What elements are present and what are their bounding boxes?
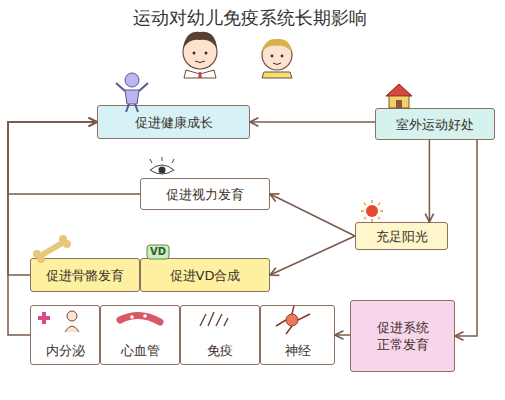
node-text: 促进视力发育 xyxy=(166,186,244,203)
eye-icon xyxy=(150,157,174,174)
connector-arrow xyxy=(8,122,97,275)
node-text: 促进系统正常发育 xyxy=(371,319,434,353)
system-cell: 内分泌 xyxy=(30,305,100,365)
man-face-illustration xyxy=(183,32,217,78)
connector-arrow xyxy=(270,236,355,275)
connector-arrow xyxy=(270,194,355,236)
benefit-box: 促进骨骼发育 xyxy=(30,258,140,292)
diagram-title: 运动对幼儿免疫系统长期影响 xyxy=(60,6,440,30)
sun-icon xyxy=(361,200,383,222)
node-text: 室外运动好处 xyxy=(396,116,474,133)
benefit-box: 促进视力发育 xyxy=(140,178,270,210)
node-text: 心血管 xyxy=(121,342,160,359)
connector-arrow xyxy=(335,334,350,336)
house-icon xyxy=(386,84,412,108)
connector-arrow xyxy=(250,121,375,123)
node-text: 充足阳光 xyxy=(376,228,428,245)
system-cell: 免疫 xyxy=(180,305,260,365)
node-text: 促进健康成长 xyxy=(135,114,213,131)
child-face-illustration xyxy=(262,39,292,78)
connector-arrow xyxy=(8,122,97,335)
source-box: 室外运动好处 xyxy=(375,108,495,140)
node-text: 神经 xyxy=(285,342,311,359)
process-box: 促进系统正常发育 xyxy=(350,300,455,372)
goal-box: 促进健康成长 xyxy=(97,105,250,139)
vd-label: VD xyxy=(150,246,166,257)
factor-box: 充足阳光 xyxy=(355,222,448,250)
node-text: 促进骨骼发育 xyxy=(46,267,124,284)
node-text: 促进VD合成 xyxy=(170,267,241,284)
vd-badge xyxy=(147,245,169,259)
connector-arrow xyxy=(429,140,431,222)
node-text: 免疫 xyxy=(207,342,233,359)
system-cell: 神经 xyxy=(260,305,335,365)
connector-arrow xyxy=(455,140,477,336)
benefit-box: 促进VD合成 xyxy=(140,258,270,292)
node-text: 内分泌 xyxy=(46,342,85,359)
system-cell: 心血管 xyxy=(100,305,180,365)
